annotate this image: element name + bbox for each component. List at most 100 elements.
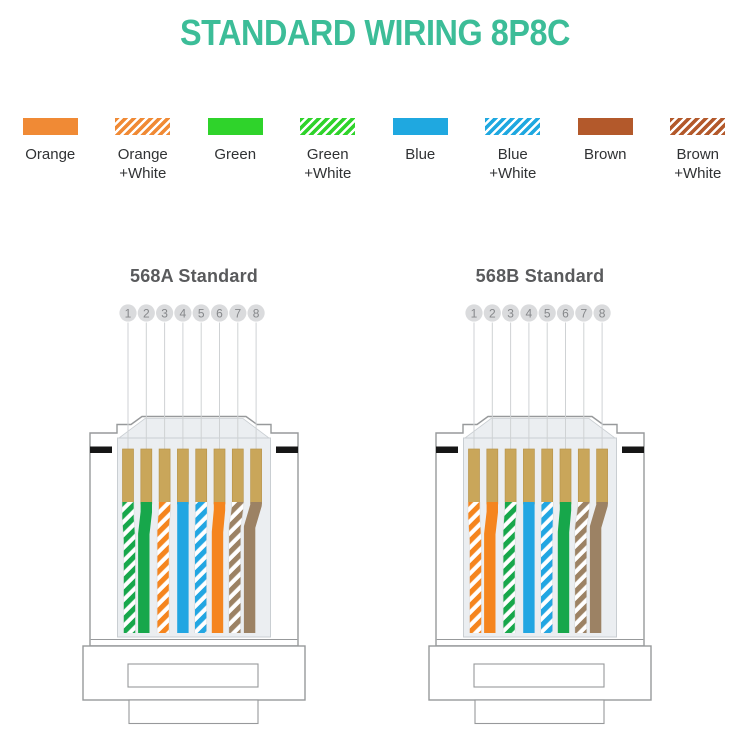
connector-568a-heading: 568A Standard (130, 266, 258, 286)
pin-6: 6 (556, 304, 575, 322)
gold-contact (486, 448, 499, 505)
gold-contact (213, 448, 226, 505)
pin-6: 6 (210, 304, 229, 322)
gold-contact (231, 448, 244, 505)
pin-8: 8 (593, 304, 611, 322)
legend-item-brown: Brown (559, 118, 652, 183)
pin-number: 5 (198, 306, 205, 320)
boot-inset (473, 663, 605, 688)
pin-1: 1 (465, 304, 483, 322)
pin-number: 1 (471, 306, 478, 320)
legend-label: Blue (405, 146, 436, 163)
pin-5: 5 (538, 304, 556, 322)
wire-orange (211, 502, 226, 633)
connector-top-tab (117, 418, 271, 439)
legend-item-green: Green (189, 118, 282, 183)
pin-number: 1 (125, 306, 132, 320)
wire-blue-white (194, 502, 208, 633)
green-white-swatch (300, 118, 356, 135)
legend-label: Blue+White (489, 146, 537, 182)
legend-label: Brown+White (674, 146, 722, 182)
orange-white-swatch (115, 118, 171, 135)
pin-4: 4 (174, 304, 192, 322)
latch-bar-left (90, 446, 112, 453)
pin-8: 8 (247, 304, 265, 322)
wire-orange-white (156, 501, 171, 633)
pin-number: 3 (161, 306, 168, 320)
legend-item-blue-white: Blue+White (467, 118, 560, 183)
pin-number: 7 (580, 306, 587, 320)
pin-2: 2 (483, 304, 501, 322)
legend-item-blue: Blue (374, 118, 467, 183)
gold-contact (541, 448, 554, 505)
pin-number: 8 (253, 306, 260, 320)
legend-item-brown-white: Brown+White (652, 118, 745, 183)
legend-label: Green (214, 146, 257, 163)
legend-item-orange-white: Orange+White (97, 118, 190, 183)
connector-boot (82, 645, 306, 701)
blue-swatch (392, 118, 448, 135)
pin-number: 6 (562, 306, 569, 320)
gold-contact (577, 448, 590, 505)
wire-brown (243, 499, 262, 633)
wire-orange (484, 502, 498, 633)
pin-number: 3 (507, 306, 514, 320)
gold-contact (596, 448, 608, 505)
gold-contact (195, 448, 208, 505)
boot-lower-tab (128, 699, 259, 725)
pin-3: 3 (502, 304, 520, 322)
wire-green-white (121, 502, 136, 633)
gold-contact (250, 448, 262, 505)
legend-item-green-white: Green+White (282, 118, 375, 183)
boot-lower-tab (474, 699, 605, 725)
gold-contact (468, 448, 480, 505)
pin-3: 3 (156, 304, 174, 322)
wire-brown-white (228, 499, 245, 633)
pin-number: 8 (599, 306, 606, 320)
pin-number: 4 (526, 306, 533, 320)
gold-contact (523, 448, 535, 505)
latch-bar-right (622, 446, 644, 453)
pin-5: 5 (192, 304, 210, 322)
brown-swatch (577, 118, 633, 135)
brown-white-swatch (670, 118, 726, 135)
orange-swatch (22, 118, 78, 135)
boot-inset (127, 663, 259, 688)
connector-568b-heading: 568B Standard (475, 266, 605, 286)
gold-contact (158, 448, 171, 505)
wire-brown-white (574, 499, 591, 633)
wire-color-legend: Orange Orange+White Green Green+White Blue Bl… (4, 118, 744, 183)
legend-item-orange: Orange (4, 118, 97, 183)
legend-label: Orange (25, 146, 76, 163)
pin-1: 1 (119, 304, 137, 322)
pin-number: 2 (143, 306, 150, 320)
pin-7: 7 (229, 304, 247, 322)
gold-contact (177, 448, 189, 505)
wire-blue-white (540, 502, 554, 633)
pin-number: 6 (216, 306, 223, 320)
wire-green-white (502, 501, 517, 633)
page-title: STANDARD WIRING 8P8C (179, 12, 571, 53)
pin-4: 4 (520, 304, 538, 322)
wire-orange-white (467, 502, 482, 633)
wire-brown (589, 499, 608, 633)
pin-number: 4 (180, 306, 187, 320)
gold-contact (559, 448, 572, 505)
pin-number: 2 (489, 306, 496, 320)
latch-bar-right (276, 446, 298, 453)
latch-bar-left (436, 446, 458, 453)
legend-label: Orange+White (117, 146, 168, 182)
pin-number: 7 (234, 306, 241, 320)
connector-top-tab (463, 418, 617, 439)
pin-number: 5 (544, 306, 551, 320)
pin-7: 7 (575, 304, 593, 322)
pin-2: 2 (137, 304, 155, 322)
wire-green (138, 502, 152, 633)
gold-contact (140, 448, 153, 505)
legend-label: Brown (583, 146, 627, 163)
